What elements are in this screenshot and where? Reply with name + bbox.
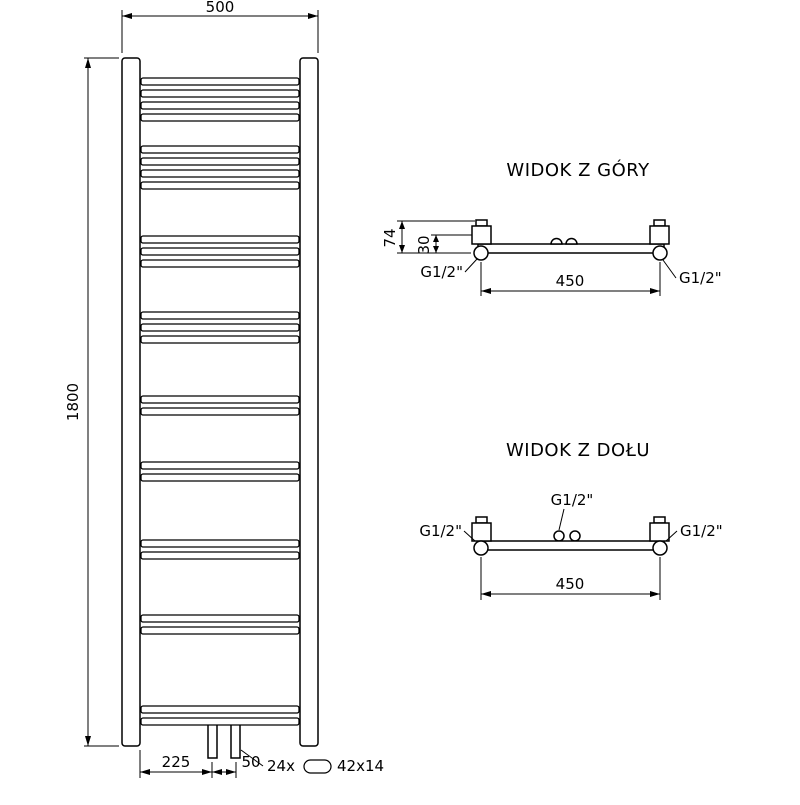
dimension-depth: 74 [381,220,475,254]
dimension-offset: 30 [415,234,472,255]
rung [140,717,300,726]
fitting-cap-left [475,219,488,227]
rung [140,113,300,122]
rung [140,473,300,482]
tube-count-label: 24x [267,757,295,775]
fitting-right-label: G1/2" [680,522,723,540]
rung [140,461,300,470]
left-rail [121,57,141,747]
rung [140,259,300,268]
fitting-cap-left [475,516,488,524]
leader-line [662,259,677,279]
rung [140,311,300,320]
fitting-left-label: G1/2" [420,263,463,281]
connection-right [652,245,668,261]
fitting-left-label: G1/2" [419,522,462,540]
rung [140,551,300,560]
dim-bottom-offset-label: 225 [162,753,191,771]
arrowhead [433,246,439,253]
rung [140,705,300,714]
arrowhead [308,13,318,19]
leader-line [463,530,476,542]
fitting-body-right [649,225,670,245]
arrowhead [85,736,91,746]
top-view-bar [477,243,665,254]
arrowhead [140,769,150,775]
bracket-bump [565,237,578,245]
leader-line [665,530,678,542]
rung [140,145,300,154]
connection-right [652,540,668,556]
fitting-body-right [649,522,670,542]
top-view: WIDOK Z GÓRY 74 30 [381,159,722,296]
dim-span-label: 450 [556,575,585,593]
fitting-cap-right [653,219,666,227]
arrowhead [122,13,132,19]
rung [140,395,300,404]
arrowhead [650,288,660,294]
dim-span-label: 450 [556,272,585,290]
rung [140,626,300,635]
dim-width-label: 500 [206,0,235,16]
dimension-bottom: 225 50 [139,750,261,778]
rung [140,335,300,344]
front-view: 500 1800 225 50 24x [64,0,384,778]
rung [140,407,300,416]
arrowhead [481,288,491,294]
bottom-view-bar [477,540,665,551]
arrowhead [650,591,660,597]
fitting-right-label: G1/2" [679,269,722,287]
center-connection [553,530,565,542]
rung [140,157,300,166]
arrowhead [481,591,491,597]
bottom-view: WIDOK Z DOŁU G1/2" G1/2" G1/2" 450 [419,440,723,600]
leader-line [240,749,264,767]
fitting-center-label: G1/2" [551,491,594,509]
connection-left [473,540,489,556]
rung [140,323,300,332]
rung [140,169,300,178]
fitting-cap-right [653,516,666,524]
rung [140,235,300,244]
arrowhead [226,769,236,775]
rung [140,181,300,190]
leader-line [464,258,478,273]
bracket-bump [550,237,563,245]
connection-left [473,245,489,261]
rung [140,77,300,86]
tube-profile-icon [303,759,332,774]
dimension-span-top: 450 [480,262,661,296]
dimension-span-bottom: 450 [480,557,661,600]
rung [140,89,300,98]
bottom-pipe-right [230,721,241,759]
center-connection [569,530,581,542]
dim-height-label: 1800 [64,383,82,421]
fitting-body-left [471,522,492,542]
dimension-width: 500 [121,0,319,53]
leader-line [558,508,565,531]
right-rail [299,57,319,747]
top-view-title: WIDOK Z GÓRY [506,159,650,181]
rung [140,101,300,110]
fitting-body-left [471,225,492,245]
dim-depth-label: 74 [381,228,399,247]
bottom-pipe-left [207,721,218,759]
arrowhead [399,245,405,253]
rung [140,614,300,623]
arrowhead [85,58,91,68]
dim-pipe-spacing-label: 50 [241,753,260,771]
rung [140,247,300,256]
rungs [140,77,300,726]
dim-offset-label: 30 [415,235,433,254]
tube-callout: 24x 42x14 [240,749,384,775]
tube-profile-label: 42x14 [337,757,384,775]
arrowhead [399,221,405,229]
rung [140,539,300,548]
arrowhead [212,769,222,775]
arrowhead [433,235,439,242]
arrowhead [202,769,212,775]
bottom-view-title: WIDOK Z DOŁU [506,440,650,461]
dimension-height: 1800 [64,57,119,747]
